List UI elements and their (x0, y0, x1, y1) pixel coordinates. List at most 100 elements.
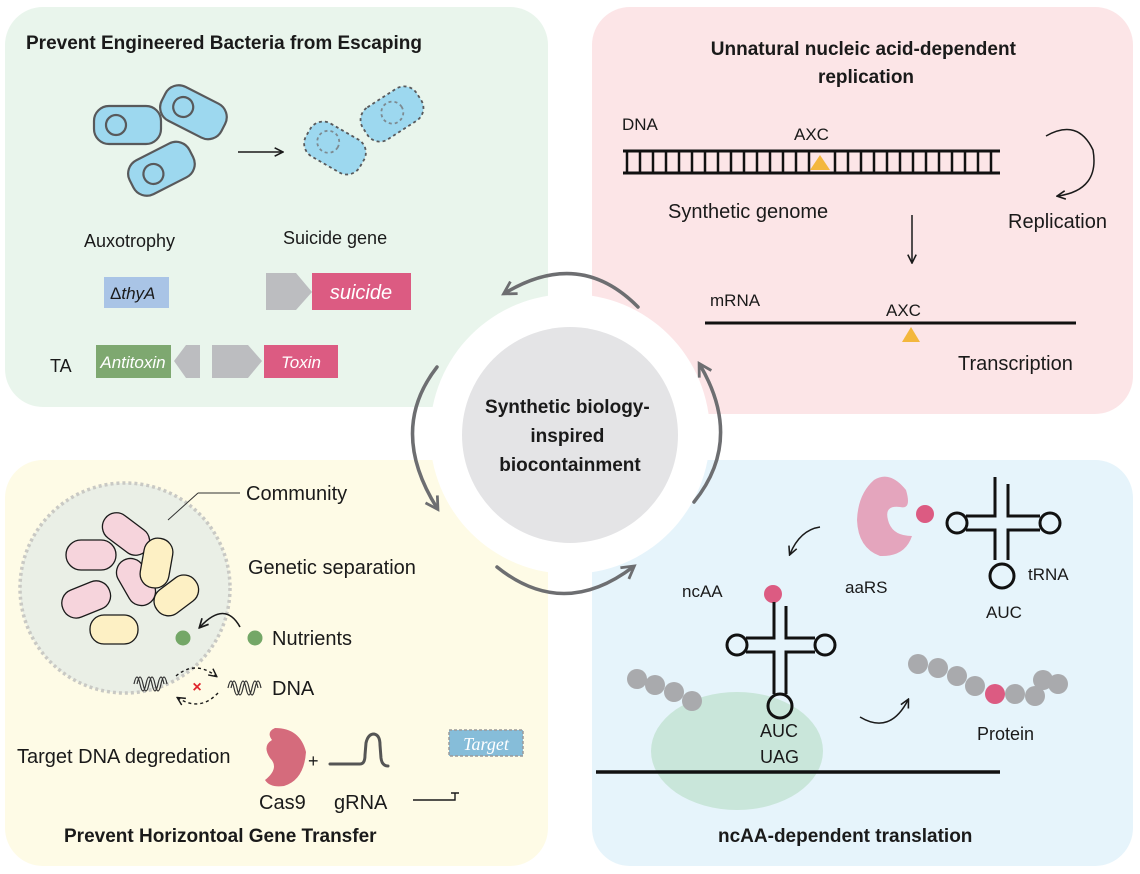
dna-base-pairs (625, 151, 993, 173)
promoter-arrow-shape (266, 273, 312, 310)
dna-squiggle-outside-icon (227, 680, 259, 696)
bacterium-cell (159, 84, 228, 141)
cycle-arrow-left (410, 365, 440, 512)
dna-double-helix (623, 149, 1000, 175)
dna-label: DNA (272, 678, 315, 700)
toxin-gene-box (264, 345, 338, 378)
panel-translation: tRNA AUC aaRS ncAA AUC UAG (596, 476, 1069, 847)
bacterium-cell (127, 140, 196, 197)
antitoxin-promoter-shape (174, 345, 200, 378)
blocked-mark-icon: × (192, 679, 201, 696)
escape-title: Prevent Engineered Bacteria from Escapin… (26, 33, 422, 54)
toxin-gene-label: Toxin (281, 353, 321, 372)
ta-label: TA (50, 356, 72, 376)
center-title-line2: inspired (530, 426, 604, 447)
target-inhibition-icon (413, 792, 459, 801)
panel-escape: Prevent Engineered Bacteria from Escapin… (26, 33, 425, 378)
genetic-separation-label: Genetic separation (248, 557, 416, 579)
dna-squiggle-inside-icon-2 (136, 676, 168, 692)
yellow-bacterium (153, 574, 200, 617)
dna-squiggle-inside-icon (133, 676, 165, 692)
plus-sign: + (308, 751, 319, 771)
axc-label-dna: AXC (794, 125, 829, 144)
protein-chain (908, 654, 1068, 706)
translation-title: ncAA-dependent translation (718, 826, 972, 847)
aars-enzyme-icon (857, 476, 912, 557)
replication-label: Replication (1008, 211, 1107, 233)
grna-label: gRNA (334, 792, 388, 814)
transcription-label: Transcription (958, 353, 1073, 375)
codon-ribosome-label: UAG (760, 747, 799, 767)
cycle-arrow-right (692, 361, 723, 504)
dna-squiggle-outside-icon-2 (230, 680, 262, 696)
ncaa-label: ncAA (682, 582, 723, 601)
dead-bacterium-cell (359, 85, 425, 143)
trna-charged-icon (725, 602, 837, 720)
hgt-title: Prevent Horizontoal Gene Transfer (64, 826, 377, 847)
nutrients-label: Nutrients (272, 628, 352, 650)
nascent-peptide (627, 669, 702, 711)
pink-bacterium (65, 539, 117, 571)
live-bacteria (92, 84, 228, 197)
replication-cycle-arrow-icon (1045, 128, 1095, 196)
target-dna-box (448, 729, 524, 757)
community-bacteria (61, 512, 200, 645)
antitoxin-gene-label: Antitoxin (99, 353, 165, 372)
anticodon-top-label: AUC (986, 603, 1022, 622)
target-degradation-label: Target DNA degredation (17, 746, 230, 768)
dead-bacterium-cell (303, 120, 367, 176)
axc-label-mrna: AXC (886, 301, 921, 320)
replication-title-line2: replication (818, 67, 914, 88)
svg-text:ΔthyA: ΔthyA (110, 284, 155, 303)
suicide-gene-box (312, 273, 411, 310)
cycle-arrow-top (501, 271, 640, 309)
ribosome (651, 692, 823, 810)
ncaa-dot-aars (916, 505, 934, 523)
protein-label: Protein (977, 724, 1034, 744)
center-title-line3: biocontainment (499, 455, 641, 476)
mrna-label: mRNA (710, 291, 761, 310)
suicide-gene-label: suicide (330, 282, 392, 304)
delta-symbol: Δ (110, 284, 121, 303)
cas9-protein-icon (265, 728, 306, 787)
target-label: Target (463, 734, 510, 754)
auxotrophy-label: Auxotrophy (84, 231, 175, 251)
nutrient-uptake-arrow-icon (200, 612, 241, 628)
bacterium-cell (92, 104, 163, 146)
thyA-gene-box (104, 277, 169, 308)
dna-label: DNA (622, 115, 659, 134)
nutrient-dot-outside (247, 630, 263, 646)
panel-hgt: Community Genetic separation Nutrients ×… (17, 481, 524, 847)
dead-bacteria (303, 85, 425, 176)
synthetic-genome-label: Synthetic genome (668, 201, 828, 223)
community-label: Community (246, 483, 347, 505)
svg-text:Synthetic biology- inspire: Synthetic biology- inspired biocontainme… (485, 397, 655, 476)
ncaa-residue (985, 684, 1005, 704)
cycle-arrow-bottom (495, 564, 637, 596)
release-arrow-icon (859, 700, 908, 724)
svg-text:Unnatural nucleic acid-depende: Unnatural nucleic acid-dependent replica… (711, 39, 1021, 88)
panel-replication: Unnatural nucleic acid-dependent replica… (622, 39, 1107, 375)
toxin-promoter-shape (212, 345, 262, 378)
ncaa-dot-trna (764, 585, 782, 603)
panel-replication-bg (592, 7, 1133, 414)
cycle-arrows (410, 271, 723, 596)
pink-bacterium (61, 580, 112, 619)
anticodon-ribosome-label: AUC (760, 721, 798, 741)
yellow-bacterium (89, 614, 139, 645)
thyA-gene-label: thyA (121, 284, 155, 303)
trna-free-icon (945, 477, 1062, 590)
axc-marker-mrna (902, 327, 920, 342)
charging-arrow-icon (790, 526, 821, 554)
grna-icon (328, 732, 390, 768)
cas9-label: Cas9 (259, 792, 306, 814)
suicide-gene-label: Suicide gene (283, 228, 387, 248)
antitoxin-gene-box (96, 345, 171, 378)
aars-label: aaRS (845, 578, 888, 597)
community-leader-line (167, 492, 199, 521)
yellow-bacterium (139, 537, 174, 589)
nutrient-dot-inside (175, 630, 191, 646)
axc-marker-dna (810, 155, 830, 170)
trna-label: tRNA (1028, 565, 1069, 584)
